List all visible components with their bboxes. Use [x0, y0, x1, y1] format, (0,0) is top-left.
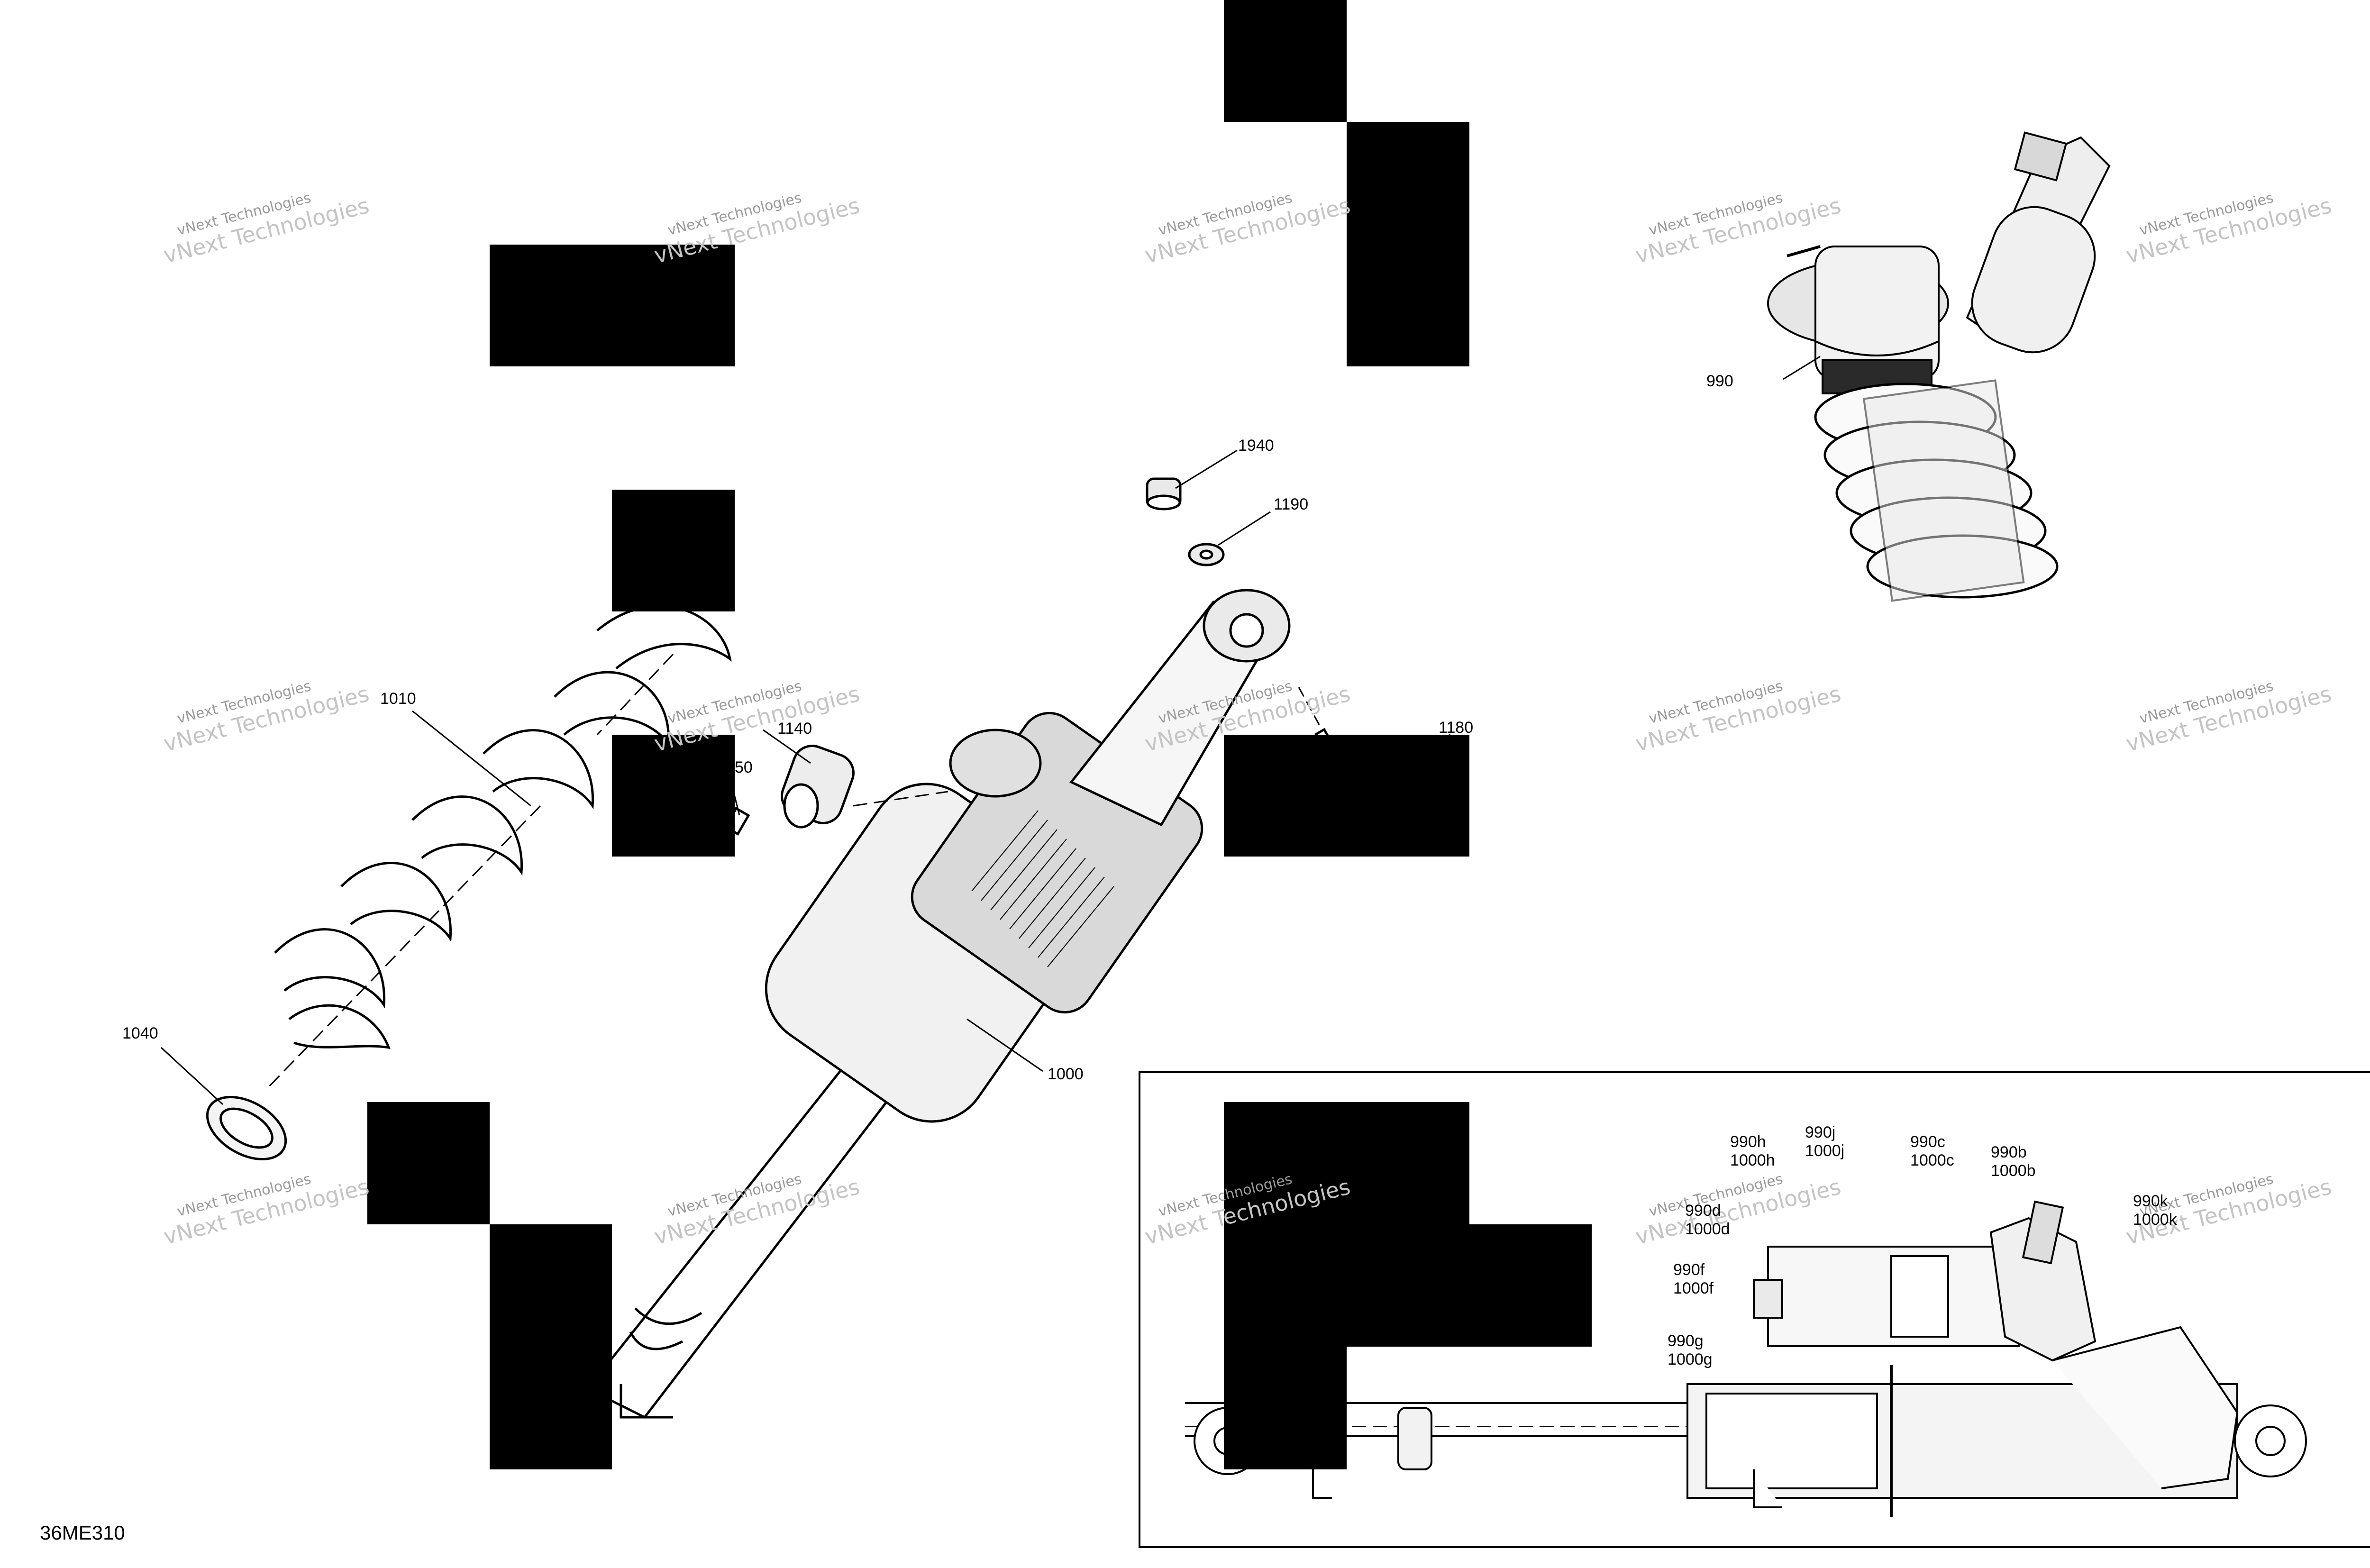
redaction-block	[367, 1102, 490, 1224]
diagram-code: 36ME310	[40, 1522, 125, 1544]
redaction-block	[1224, 1102, 1469, 1224]
callout-1150: 50	[735, 758, 753, 776]
retainer-ring-illustration	[206, 1095, 287, 1161]
leader-lines	[160, 356, 1821, 1105]
callout-1000: 1000	[1048, 1065, 1084, 1083]
section-view-drawing	[1185, 1200, 2307, 1517]
spring-illustration	[264, 605, 732, 1091]
callout-1180: 1180	[1439, 719, 1474, 737]
redaction-block	[1224, 1224, 1592, 1347]
assembled-shock-illustration	[1767, 131, 2111, 602]
redaction-block	[612, 735, 735, 857]
callout-1140: 1140	[777, 720, 812, 738]
callout-990: 990	[1706, 372, 1733, 390]
redaction-block	[1224, 0, 1347, 122]
callout-1940: 1940	[1238, 437, 1274, 455]
redaction-block	[1224, 1347, 1347, 1469]
shock-body-illustration	[586, 589, 1291, 1419]
callout-1010: 1010	[380, 690, 416, 708]
redaction-block	[490, 245, 735, 366]
redaction-block	[612, 490, 735, 611]
callout-1040: 1040	[122, 1024, 158, 1042]
redaction-block	[490, 1224, 612, 1469]
redaction-block	[1224, 735, 1469, 857]
callout-1190: 1190	[1274, 495, 1309, 513]
redaction-block	[1347, 122, 1469, 366]
